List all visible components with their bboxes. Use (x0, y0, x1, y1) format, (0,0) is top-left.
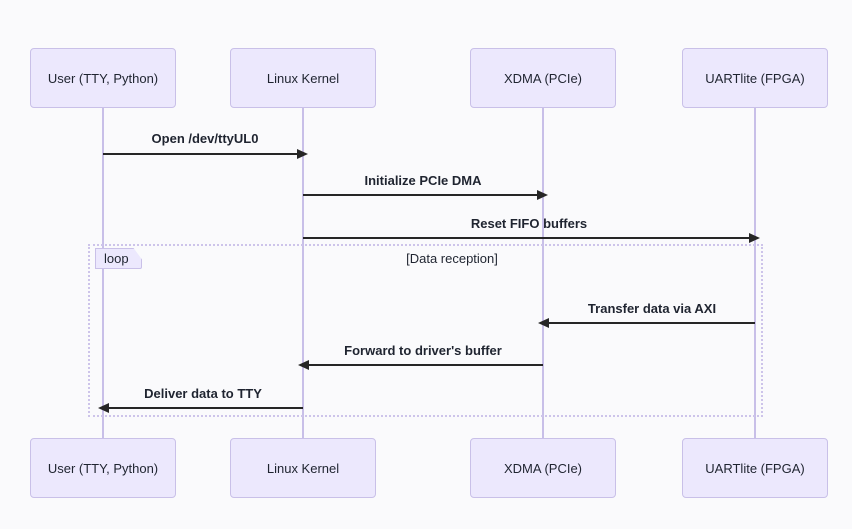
actor-box-top-uartlite[interactable]: UARTlite (FPGA) (682, 48, 828, 108)
actor-label-uartlite-bottom: UARTlite (FPGA) (705, 460, 805, 476)
actor-box-bottom-kernel[interactable]: Linux Kernel (230, 438, 376, 498)
message-label-deliver-data-to-tty: Deliver data to TTY (144, 386, 262, 401)
lifeline-uartlite (754, 108, 756, 438)
loop-fragment-tab: loop (95, 248, 142, 269)
loop-fragment-tab-label: loop (104, 251, 129, 266)
arrowhead-deliver-data-to-tty (98, 403, 109, 413)
message-line-forward-to-drivers-buffer (303, 364, 543, 366)
message-line-deliver-data-to-tty (103, 407, 303, 409)
message-line-reset-fifo-buffers (303, 237, 755, 239)
actor-label-kernel: Linux Kernel (266, 70, 340, 86)
loop-fragment-box (88, 244, 763, 417)
actor-box-top-xdma[interactable]: XDMA (PCIe) (470, 48, 616, 108)
actor-box-bottom-user[interactable]: User (TTY, Python) (30, 438, 176, 498)
loop-fragment-condition: [Data reception] (406, 251, 498, 266)
message-label-open-dev-ttyul0: Open /dev/ttyUL0 (151, 131, 259, 146)
actor-label-user: User (TTY, Python) (47, 70, 159, 86)
actor-label-user-bottom: User (TTY, Python) (47, 460, 159, 476)
arrowhead-initialize-pcie-dma (537, 190, 548, 200)
lifeline-xdma (542, 108, 544, 438)
actor-box-top-kernel[interactable]: Linux Kernel (230, 48, 376, 108)
message-line-open-dev-ttyul0 (103, 153, 303, 155)
arrowhead-reset-fifo-buffers (749, 233, 760, 243)
actor-label-kernel-bottom: Linux Kernel (266, 460, 340, 476)
message-label-transfer-data-via-axi: Transfer data via AXI (587, 301, 717, 316)
actor-box-bottom-uartlite[interactable]: UARTlite (FPGA) (682, 438, 828, 498)
message-line-transfer-data-via-axi (543, 322, 755, 324)
actor-label-uartlite: UARTlite (FPGA) (705, 70, 805, 86)
arrowhead-forward-to-drivers-buffer (298, 360, 309, 370)
arrowhead-transfer-data-via-axi (538, 318, 549, 328)
arrowhead-open-dev-ttyul0 (297, 149, 308, 159)
actor-box-bottom-xdma[interactable]: XDMA (PCIe) (470, 438, 616, 498)
actor-label-xdma: XDMA (PCIe) (503, 70, 582, 86)
lifeline-user (102, 108, 104, 438)
message-line-initialize-pcie-dma (303, 194, 543, 196)
message-label-reset-fifo-buffers: Reset FIFO buffers (470, 216, 588, 231)
message-label-forward-to-drivers-buffer: Forward to driver's buffer (344, 343, 502, 358)
lifeline-kernel (302, 108, 304, 438)
message-label-initialize-pcie-dma: Initialize PCIe DMA (364, 173, 482, 188)
actor-label-xdma-bottom: XDMA (PCIe) (503, 460, 582, 476)
actor-box-top-user[interactable]: User (TTY, Python) (30, 48, 176, 108)
